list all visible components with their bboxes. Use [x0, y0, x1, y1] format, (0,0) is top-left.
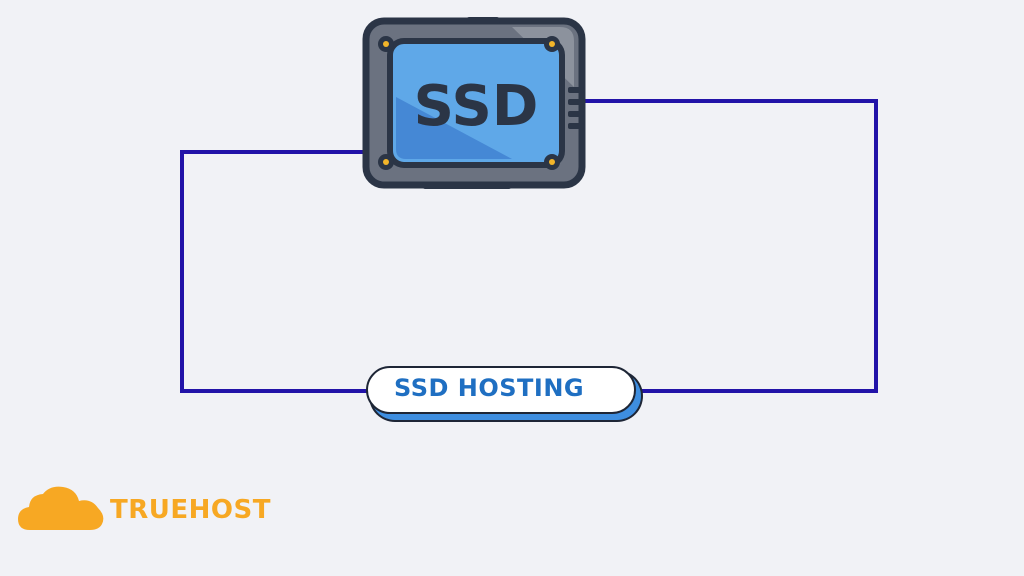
connector-left-path [180, 150, 368, 393]
ssd-hosting-label-pill: SSD HOSTING [366, 366, 636, 414]
connector-right-path [584, 99, 878, 393]
ssd-icon: SSD [362, 17, 586, 189]
cloud-icon [18, 486, 104, 530]
ssd-hosting-label: SSD HOSTING [394, 374, 585, 402]
brand-name: TRUEHOST [110, 495, 271, 525]
ssd-icon-label: SSD [414, 74, 539, 139]
brand-logo: TRUEHOST [16, 484, 276, 534]
